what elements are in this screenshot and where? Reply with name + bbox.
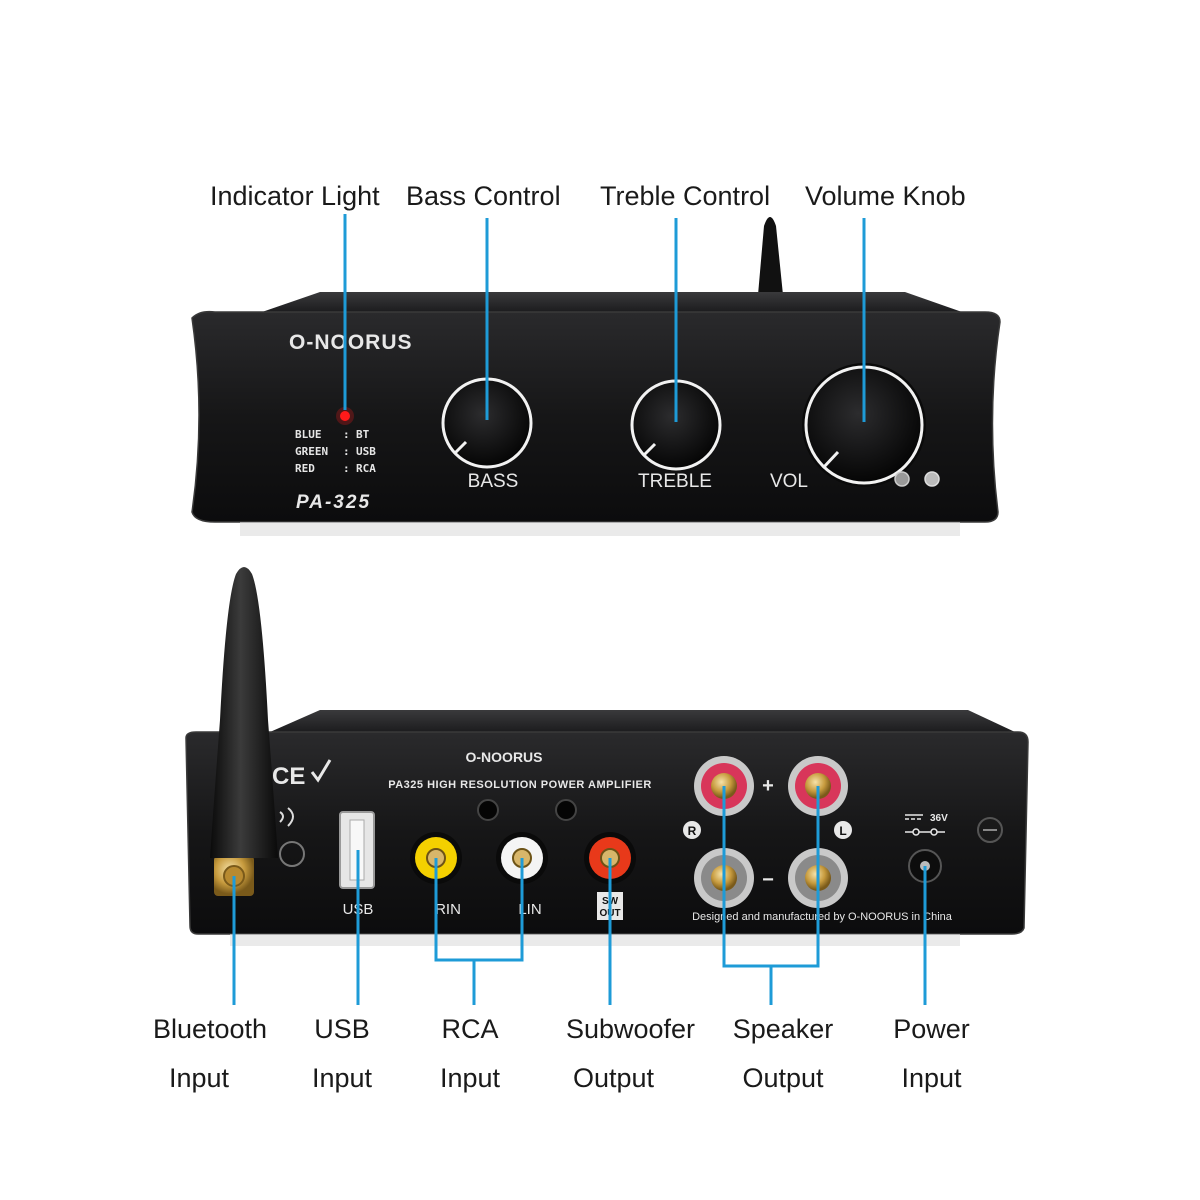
callout-rca-input: RCA Input bbox=[420, 1014, 520, 1094]
back-top-face bbox=[270, 710, 1015, 732]
callout-treble-control: Treble Control bbox=[600, 181, 771, 211]
legend-sep-red: : bbox=[343, 462, 350, 475]
dc-symbol-icon bbox=[905, 814, 923, 820]
ce-mark: CE bbox=[272, 763, 305, 790]
antenna-port-ring bbox=[279, 841, 305, 867]
callout-usb-line2: Input bbox=[311, 1063, 373, 1093]
callout-subwoofer-line2: Output bbox=[572, 1063, 655, 1093]
aux-jack-2 bbox=[555, 799, 577, 821]
legend-mode-rca: RCA bbox=[356, 462, 376, 475]
bluetooth-antenna bbox=[210, 567, 278, 896]
front-top-face bbox=[262, 292, 962, 312]
speaker-r-badge-text: R bbox=[688, 824, 697, 838]
callout-bass-control: Bass Control bbox=[406, 181, 561, 211]
wireless-icon bbox=[279, 807, 294, 827]
back-callout-lines bbox=[232, 786, 927, 1005]
back-brand-logo: O-NOORUS bbox=[466, 749, 543, 765]
callout-bluetooth-input: Bluetooth Input bbox=[140, 1014, 280, 1094]
power-rating-label: 36V bbox=[930, 813, 948, 824]
callout-rca-line2: Input bbox=[439, 1063, 501, 1093]
back-footer-text: Designed and manufactured by O-NOORUS in… bbox=[692, 911, 953, 923]
volume-knob-label: VOL bbox=[770, 471, 808, 492]
polarity-ring-left bbox=[912, 828, 920, 836]
callout-usb-line1: USB bbox=[314, 1014, 370, 1044]
callout-indicator-light: Indicator Light bbox=[210, 181, 380, 211]
front-callout-lines bbox=[343, 214, 866, 422]
legend-sep-blue: : bbox=[343, 428, 350, 441]
callout-power-input: Power Input bbox=[874, 1014, 989, 1094]
rca-lin-label: LIN bbox=[518, 901, 541, 918]
treble-knob-marker bbox=[641, 442, 657, 458]
speaker-plus-sign: + bbox=[762, 775, 774, 797]
front-model-label: PA-325 bbox=[296, 492, 371, 513]
callout-rca-line1: RCA bbox=[441, 1014, 499, 1044]
back-shadow bbox=[230, 934, 960, 946]
callout-power-line2: Input bbox=[901, 1063, 962, 1093]
front-antenna-tip bbox=[758, 217, 783, 295]
rca-rin-label: RIN bbox=[435, 901, 461, 918]
callout-bluetooth-line1: Bluetooth bbox=[152, 1014, 268, 1044]
polarity-ring-right bbox=[930, 828, 938, 836]
legend-color-green: GREEN bbox=[295, 445, 328, 458]
indicator-led-glow bbox=[336, 407, 354, 425]
speaker-l-badge bbox=[834, 821, 852, 839]
callout-speaker-line1: Speaker bbox=[732, 1014, 834, 1044]
callout-usb-input: USB Input bbox=[292, 1014, 392, 1094]
bass-knob-marker bbox=[452, 440, 468, 456]
aux-jack-1 bbox=[477, 799, 499, 821]
front-brand-logo: O-NOORUS bbox=[289, 331, 413, 354]
indicator-legend: BLUE : BT GREEN : USB RED : RCA bbox=[295, 428, 376, 475]
speaker-minus-sign: − bbox=[762, 869, 774, 891]
legend-mode-bt: BT bbox=[356, 428, 370, 441]
legend-sep-green: : bbox=[343, 445, 350, 458]
speaker-r-badge bbox=[683, 821, 701, 839]
volume-knob-marker bbox=[821, 450, 840, 470]
front-button-1[interactable] bbox=[894, 471, 910, 487]
front-shadow bbox=[240, 522, 960, 536]
callout-power-line1: Power bbox=[893, 1014, 970, 1044]
callout-subwoofer-output: Subwoofer Output bbox=[558, 1014, 703, 1094]
treble-knob-label: TREBLE bbox=[638, 471, 712, 492]
callout-speaker-line2: Output bbox=[742, 1063, 824, 1093]
check-mark-icon bbox=[310, 759, 332, 783]
front-button-2[interactable] bbox=[924, 471, 940, 487]
indicator-led bbox=[340, 411, 350, 421]
line-rca-bracket bbox=[434, 858, 524, 962]
speaker-l-badge-text: L bbox=[839, 824, 846, 838]
bass-knob-label: BASS bbox=[468, 471, 519, 492]
back-unit: CE O-NOORUS PA325 HIGH RESOLUTION POWER … bbox=[185, 567, 1029, 946]
back-subtitle: PA325 HIGH RESOLUTION POWER AMPLIFIER bbox=[388, 779, 652, 791]
legend-mode-usb: USB bbox=[356, 445, 376, 458]
legend-color-blue: BLUE bbox=[295, 428, 322, 441]
antenna-body bbox=[210, 567, 278, 858]
callout-subwoofer-line1: Subwoofer bbox=[565, 1014, 696, 1044]
front-unit: O-NOORUS BLUE : BT GREEN : USB RED : RCA… bbox=[191, 217, 1001, 536]
callout-speaker-output: Speaker Output bbox=[718, 1014, 848, 1094]
callout-volume-knob: Volume Knob bbox=[805, 181, 966, 211]
callout-bluetooth-line2: Input bbox=[168, 1063, 230, 1093]
front-face-panel bbox=[191, 310, 1001, 523]
legend-color-red: RED bbox=[295, 462, 315, 475]
